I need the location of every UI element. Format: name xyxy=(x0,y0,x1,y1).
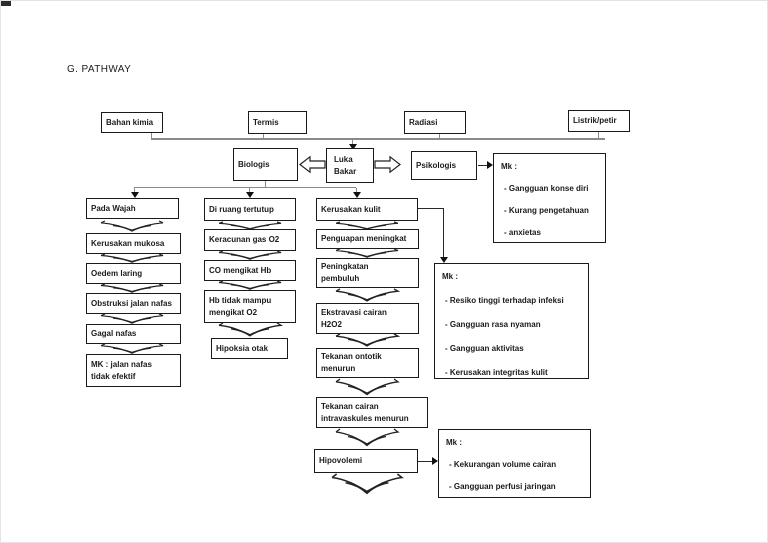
arrowhead-right-icon xyxy=(487,161,493,169)
node-hipoksia-otak: Hipoksia otak xyxy=(211,338,288,359)
chevron-down-arrow xyxy=(335,289,399,302)
node-biologis: Biologis xyxy=(233,148,298,181)
connector-line xyxy=(151,133,152,139)
node-hb-tidak-mampu: Hb tidak mampu mengikat O2 xyxy=(204,290,296,323)
chevron-down-arrow xyxy=(100,344,164,354)
block-arrow-left-icon xyxy=(299,155,326,174)
chevron-down-arrow xyxy=(218,323,282,337)
node-co-mengikat-hb: CO mengikat Hb xyxy=(204,260,296,281)
connector-line xyxy=(439,134,440,139)
chevron-down-arrow xyxy=(331,474,403,495)
node-luka-bakar: Luka Bakar xyxy=(326,148,374,183)
node-bahan-kimia: Bahan kimia xyxy=(101,112,163,133)
chevron-down-arrow xyxy=(100,284,164,293)
node-penguapan-meningkat: Penguapan meningkat xyxy=(316,229,419,249)
connector-line xyxy=(151,138,605,140)
node-obstruksi-jalan-nafas: Obstruksi jalan nafas xyxy=(86,293,181,314)
arrowhead-down-icon xyxy=(131,192,139,198)
arrowhead-down-icon xyxy=(246,192,254,198)
node-mk-jalan-nafas: MK : jalan nafas tidak efektif xyxy=(86,354,181,387)
node-peningkatan-pembuluh: Peningkatan pembuluh xyxy=(316,258,419,288)
node-oedem-laring: Oedem laring xyxy=(86,263,181,284)
connector-line xyxy=(134,188,135,192)
arrowhead-right-icon xyxy=(432,457,438,465)
connector-line xyxy=(418,461,434,462)
node-hipovolemi: Hipovolemi xyxy=(314,449,418,473)
connector-line xyxy=(263,134,264,139)
chevron-down-arrow xyxy=(100,254,164,263)
node-gagal-nafas: Gagal nafas xyxy=(86,324,181,344)
node-radiasi: Radiasi xyxy=(404,111,466,134)
node-listrik-petir: Listrik/petir xyxy=(568,110,630,132)
node-kerusakan-kulit: Kerusakan kulit xyxy=(316,198,418,221)
connector-line xyxy=(478,165,488,166)
chevron-down-arrow xyxy=(335,429,399,447)
block-arrow-right-icon xyxy=(374,155,401,174)
node-kerusakan-mukosa: Kerusakan mukosa xyxy=(86,233,181,254)
node-keracunan-gas: Keracunan gas O2 xyxy=(204,229,296,251)
mk-box-hipovolemi: Mk : - Kekurangan volume cairan - Ganggu… xyxy=(438,429,591,498)
node-termis: Termis xyxy=(248,111,307,134)
connector-line xyxy=(134,187,356,188)
chevron-down-arrow xyxy=(100,221,164,232)
connector-line xyxy=(598,132,599,139)
connector-line xyxy=(265,181,266,188)
node-pada-wajah: Pada Wajah xyxy=(86,198,179,219)
chevron-down-arrow xyxy=(218,281,282,290)
connector-line xyxy=(249,188,250,192)
arrowhead-down-icon xyxy=(353,192,361,198)
connector-line xyxy=(418,208,444,209)
connector-line xyxy=(443,208,444,257)
node-tekanan-cairan: Tekanan cairan intravaskules menurun xyxy=(316,397,428,428)
page-corner-artifact xyxy=(1,1,11,6)
page-title: G. PATHWAY xyxy=(67,64,132,75)
mk-box-psikologis: Mk : - Gangguan konse diri - Kurang peng… xyxy=(493,153,606,243)
chevron-down-arrow xyxy=(218,251,282,260)
connector-line xyxy=(356,188,357,192)
arrowhead-down-icon xyxy=(349,144,357,150)
node-di-ruang-tertutup: Di ruang tertutup xyxy=(204,198,296,221)
chevron-down-arrow xyxy=(335,379,399,396)
chevron-down-arrow xyxy=(335,249,399,258)
node-psikologis: Psikologis xyxy=(411,151,477,180)
chevron-down-arrow xyxy=(335,334,399,347)
mk-box-kerusakan-kulit: Mk : - Resiko tinggi terhadap infeksi - … xyxy=(434,263,589,379)
chevron-down-arrow xyxy=(100,314,164,324)
node-ekstravasi-cairan: Ekstravasi cairan H2O2 xyxy=(316,303,419,334)
connector-line xyxy=(352,140,353,145)
arrowhead-down-icon xyxy=(440,257,448,263)
node-tekanan-ontotik: Tekanan ontotik menurun xyxy=(316,348,419,378)
